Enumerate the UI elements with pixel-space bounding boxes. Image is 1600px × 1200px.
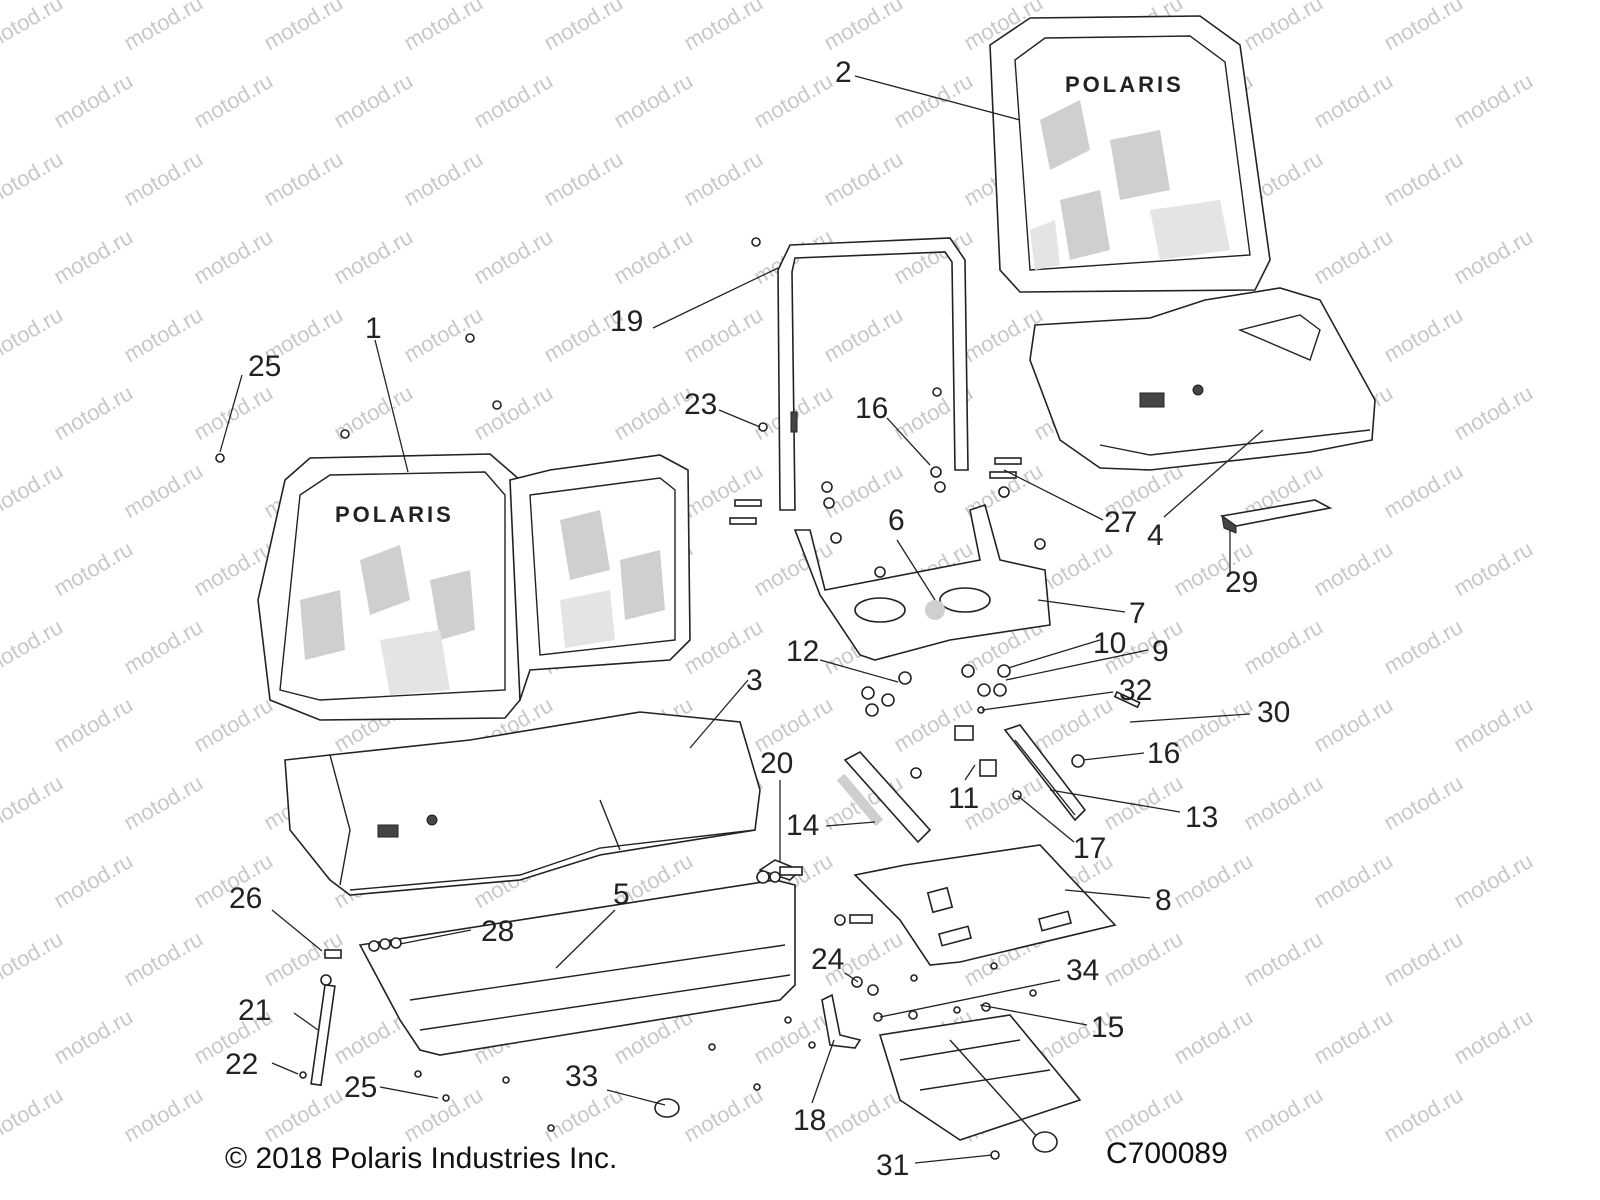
- callout-31: 31: [876, 1149, 910, 1182]
- callout-20: 20: [760, 747, 794, 780]
- bumper-33: [654, 1098, 680, 1118]
- upper-plate: [793, 503, 1051, 661]
- callout-6: 6: [888, 504, 905, 537]
- gas-strut: [310, 974, 336, 1087]
- callout-13: 13: [1185, 801, 1219, 834]
- backrest-frame: [777, 237, 969, 511]
- callout-28: 28: [481, 915, 515, 948]
- callout-32: 32: [1119, 674, 1153, 707]
- callout-22: 22: [225, 1048, 259, 1081]
- callout-30: 30: [1257, 696, 1291, 729]
- callout-34: 34: [1066, 954, 1100, 987]
- copyright-text: © 2018 Polaris Industries Inc.: [225, 1142, 618, 1175]
- callout-21: 21: [238, 994, 272, 1027]
- callout-16-upper: 16: [855, 392, 889, 425]
- callout-16-lower: 16: [1147, 737, 1181, 770]
- bench-seat-cushion: [284, 711, 761, 896]
- callout-29: 29: [1225, 566, 1259, 599]
- bucket-seat-cushion: [1029, 287, 1376, 471]
- lower-plate: [853, 844, 1117, 966]
- callout-12: 12: [786, 635, 820, 668]
- bracket-18: [821, 993, 862, 1049]
- callout-23: 23: [684, 388, 718, 421]
- callout-19: 19: [610, 305, 644, 338]
- slide-rail-left: [836, 750, 932, 844]
- callout-10: 10: [1093, 627, 1127, 660]
- slider-mechanism: [878, 1014, 1082, 1153]
- callout-15: 15: [1091, 1011, 1125, 1044]
- seat-bracket: [1219, 499, 1333, 534]
- callout-1: 1: [365, 312, 382, 345]
- callout-leader-lines: [219, 75, 1264, 1164]
- callout-5: 5: [613, 878, 630, 911]
- hardware-small-parts: [215, 237, 1141, 1160]
- callout-3: 3: [746, 664, 763, 697]
- polaris-logo-top: POLARIS: [1065, 72, 1184, 97]
- callout-27: 27: [1104, 506, 1138, 539]
- callout-7: 7: [1129, 597, 1146, 630]
- callout-18: 18: [793, 1104, 827, 1137]
- callout-4: 4: [1147, 519, 1164, 552]
- backrest-top-right: POLARIS: [989, 15, 1271, 293]
- callout-11: 11: [948, 782, 980, 815]
- callout-9: 9: [1152, 635, 1169, 668]
- callout-26: 26: [229, 882, 263, 915]
- callout-8: 8: [1155, 884, 1172, 917]
- callout-2: 2: [835, 56, 852, 89]
- callout-25-upper: 25: [248, 350, 282, 383]
- bench-backrest: POLARIS: [257, 453, 691, 721]
- polaris-logo-bench: POLARIS: [335, 502, 454, 527]
- slide-rail-right: [1003, 724, 1087, 822]
- diagram-code: C700089: [1106, 1137, 1228, 1170]
- callout-25-lower: 25: [344, 1071, 378, 1104]
- callout-33: 33: [565, 1060, 599, 1093]
- bench-frame: [358, 859, 802, 1056]
- callout-14: 14: [786, 809, 820, 842]
- callout-17: 17: [1073, 832, 1107, 865]
- callout-24: 24: [811, 943, 845, 976]
